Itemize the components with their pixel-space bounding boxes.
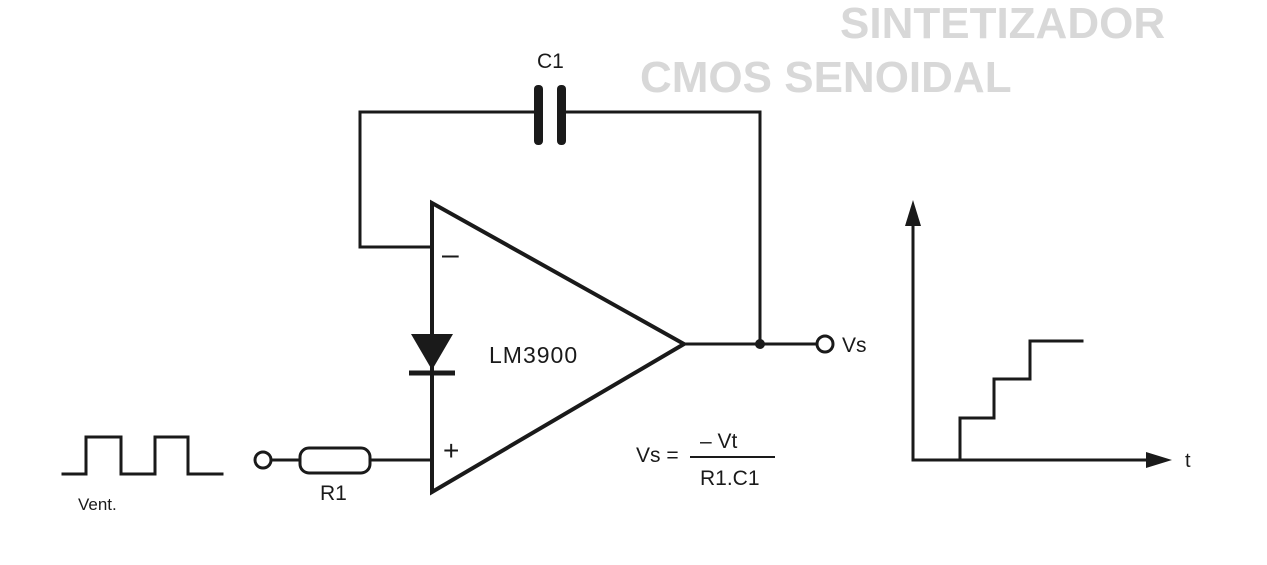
x-axis-arrowhead [1146,452,1172,468]
junction-dot [755,339,765,349]
feedback-wire-left [358,110,539,249]
feedback-wire-right [563,110,762,346]
diode [409,334,455,376]
output-terminal [815,334,835,354]
square-wave [61,435,224,476]
input-waveform: Vent. [61,435,224,514]
formula-lhs: Vs = [636,444,679,467]
inverting-input-sign: – [442,238,459,271]
formula-denominator: R1.C1 [700,467,760,490]
output-node: Vs [682,334,867,357]
bleed-through-text: SINTETIZADOR CMOS SENOIDAL [640,0,1165,102]
opamp-label: LM3900 [489,342,578,368]
resistor-label: R1 [320,482,347,505]
output-graph: t [905,200,1191,472]
input-network: R1 [253,446,434,505]
formula-numerator: – Vt [700,430,738,453]
diode-triangle [411,334,453,370]
staircase-curve [958,339,1084,462]
time-axis-label: t [1185,450,1191,472]
bleed-line-1: SINTETIZADOR [840,0,1165,48]
input-terminal [253,450,273,470]
resistor-r1 [298,446,372,475]
feedback-network: C1 [358,50,762,346]
y-axis-arrowhead [905,200,921,226]
output-label: Vs [842,334,867,357]
capacitor-plate-right [557,85,566,145]
capacitor-plate-left [534,85,543,145]
transfer-formula: Vs = – Vt R1.C1 [636,430,775,490]
capacitor-label: C1 [537,50,564,73]
input-label: Vent. [78,495,117,514]
noninverting-input-sign: + [443,435,459,466]
opamp: – + LM3900 [430,199,689,496]
bleed-line-2: CMOS SENOIDAL [640,53,1012,102]
